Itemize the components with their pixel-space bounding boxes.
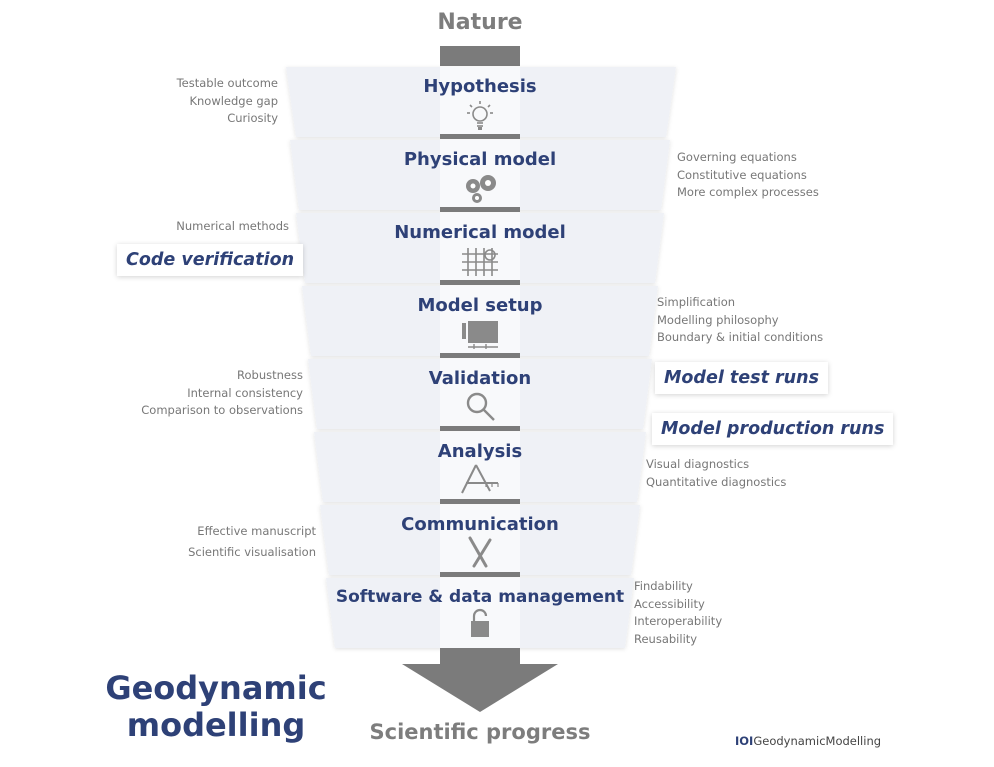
magnifier-icon	[466, 392, 495, 421]
pen-brush-icon	[468, 536, 492, 568]
notes-analysis: Visual diagnostics Quantitative diagnost…	[646, 457, 787, 489]
stage-title-analysis: Analysis	[437, 441, 523, 462]
stage-title-communication: Communication	[401, 514, 559, 535]
callout-model-production-runs: Model production runs	[652, 413, 894, 445]
progress-arrow	[402, 648, 558, 712]
notes-model-setup: Simplification Modelling philosophy Boun…	[657, 295, 824, 344]
notes-hypothesis: Testable outcome Knowledge gap Curiosity	[176, 76, 278, 125]
stage-title-hypothesis: Hypothesis	[423, 76, 537, 97]
model-box-icon	[462, 321, 498, 349]
notes-communication: Effective manuscript Scientific visualis…	[188, 524, 316, 559]
stage-title-validation: Validation	[428, 368, 532, 389]
stage-title-model-setup: Model setup	[417, 295, 543, 316]
lightbulb-icon	[467, 101, 493, 130]
brand-title: Geodynamic modelling	[105, 669, 327, 744]
credit-label: IOIGeodynamicModelling	[735, 734, 882, 748]
notes-numerical-model: Numerical methods	[176, 219, 289, 233]
notes-validation: Robustness Internal consistency Comparis…	[141, 368, 303, 417]
stage-title-numerical-model: Numerical model	[394, 222, 566, 243]
compass-ruler-icon	[461, 464, 499, 494]
callout-code-verification: Code verification	[117, 244, 304, 276]
notes-software: Findability Accessibility Interoperabili…	[634, 579, 723, 646]
callout-model-test-runs: Model test runs	[655, 362, 828, 394]
stage-title-software: Software & data management	[335, 587, 625, 607]
flow-stem	[440, 46, 520, 66]
notes-physical-model: Governing equations Constitutive equatio…	[677, 150, 819, 199]
grid-mesh-icon	[462, 248, 498, 276]
stage-title-physical-model: Physical model	[403, 149, 557, 170]
scientific-progress-label: Scientific progress	[369, 720, 591, 744]
gears-icon	[466, 175, 496, 203]
padlock-icon	[471, 608, 489, 637]
nature-label: Nature	[437, 10, 523, 35]
